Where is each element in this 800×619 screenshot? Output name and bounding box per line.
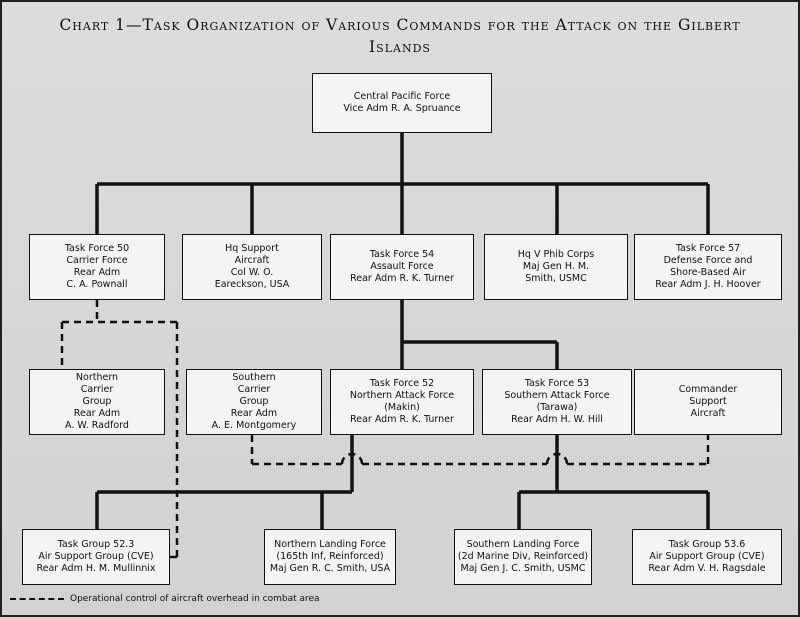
box-line: Northern: [75, 372, 119, 383]
box-line: Southern Landing Force: [466, 539, 580, 550]
box-line: Task Group 53.6: [668, 539, 746, 550]
box-line: Rear Adm: [73, 408, 121, 419]
box-line: Maj Gen R. C. Smith, USA: [269, 563, 391, 574]
box-line: C. A. Pownall: [66, 279, 128, 290]
box-line: Vice Adm R. A. Spruance: [343, 103, 461, 114]
task-force-57-box: Task Force 57 Defense Force and Shore-Ba…: [634, 234, 782, 300]
box-line: Maj Gen H. M.: [522, 261, 590, 272]
box-line: Smith, USMC: [525, 273, 587, 284]
box-line: Aircraft: [690, 408, 726, 419]
box-line: Rear Adm H. W. Hill: [511, 414, 603, 425]
box-line: Rear Adm V. H. Ragsdale: [648, 563, 766, 574]
legend: Operational control of aircraft overhead…: [10, 594, 320, 604]
box-line: Task Force 52: [369, 378, 435, 389]
task-force-52-box: Task Force 52 Northern Attack Force (Mak…: [330, 369, 474, 435]
box-line: Hq V Phib Corps: [517, 249, 595, 260]
northern-carrier-group-box: Northern Carrier Group Rear Adm A. W. Ra…: [29, 369, 165, 435]
box-line: Air Support Group (CVE): [649, 551, 765, 562]
task-force-53-box: Task Force 53 Southern Attack Force (Tar…: [482, 369, 632, 435]
box-line: Central Pacific Force: [353, 91, 451, 102]
box-line: Maj Gen J. C. Smith, USMC: [460, 563, 586, 574]
box-line: (2d Marine Div, Reinforced): [457, 551, 589, 562]
box-line: Assault Force: [370, 261, 434, 272]
task-group-52-3-box: Task Group 52.3 Air Support Group (CVE) …: [22, 529, 170, 585]
box-line: Southern: [232, 372, 276, 383]
northern-landing-force-box: Northern Landing Force (165th Inf, Reinf…: [264, 529, 396, 585]
chart-title: Chart 1—Task Organization of Various Com…: [2, 14, 798, 58]
box-line: Rear Adm: [230, 408, 278, 419]
box-line: Defense Force and: [663, 255, 753, 266]
box-line: Rear Adm R. K. Turner: [350, 414, 454, 425]
box-line: Task Group 52.3: [57, 539, 135, 550]
task-group-53-6-box: Task Group 53.6 Air Support Group (CVE) …: [632, 529, 782, 585]
box-line: Rear Adm R. K. Turner: [350, 273, 454, 284]
box-line: Task Force 50: [64, 243, 130, 254]
commander-support-aircraft-box: Commander Support Aircraft: [634, 369, 782, 435]
box-line: Shore-Based Air: [670, 267, 746, 278]
box-line: A. W. Radford: [65, 420, 129, 431]
task-force-50-box: Task Force 50 Carrier Force Rear Adm C. …: [29, 234, 165, 300]
box-line: Task Force 54: [369, 249, 435, 260]
box-line: Commander: [678, 384, 738, 395]
box-line: Group: [82, 396, 112, 407]
legend-text: Operational control of aircraft overhead…: [70, 594, 320, 604]
southern-carrier-group-box: Southern Carrier Group Rear Adm A. E. Mo…: [186, 369, 322, 435]
box-line: Northern Landing Force: [274, 539, 386, 550]
central-pacific-force-box: Central Pacific Force Vice Adm R. A. Spr…: [312, 73, 492, 133]
box-line: Aircraft: [234, 255, 270, 266]
hq-v-phib-corps-box: Hq V Phib Corps Maj Gen H. M. Smith, USM…: [484, 234, 628, 300]
box-line: (165th Inf, Reinforced): [276, 551, 384, 562]
box-line: Carrier Force: [66, 255, 128, 266]
southern-landing-force-box: Southern Landing Force (2d Marine Div, R…: [454, 529, 592, 585]
box-line: Support: [689, 396, 727, 407]
box-line: (Tarawa): [536, 402, 578, 413]
box-line: Rear Adm: [73, 267, 121, 278]
box-line: Southern Attack Force: [504, 390, 610, 401]
box-line: Air Support Group (CVE): [38, 551, 154, 562]
dashed-line-legend-icon: [10, 598, 64, 600]
hq-support-aircraft-box: Hq Support Aircraft Col W. O. Eareckson,…: [182, 234, 322, 300]
box-line: Rear Adm H. M. Mullinnix: [36, 563, 156, 574]
box-line: Col W. O.: [230, 267, 274, 278]
box-line: Task Force 57: [675, 243, 741, 254]
box-line: Hq Support: [225, 243, 279, 254]
box-line: Group: [239, 396, 269, 407]
box-line: Northern Attack Force: [349, 390, 455, 401]
task-force-54-box: Task Force 54 Assault Force Rear Adm R. …: [330, 234, 474, 300]
box-line: (Makin): [384, 402, 420, 413]
box-line: Task Force 53: [524, 378, 590, 389]
box-line: A. E. Montgomery: [211, 420, 297, 431]
box-line: Rear Adm J. H. Hoover: [655, 279, 761, 290]
box-line: Carrier: [237, 384, 271, 395]
chart-title-line2: Islands: [369, 38, 431, 56]
box-line: Carrier: [80, 384, 114, 395]
chart-title-line1: Chart 1—Task Organization of Various Com…: [59, 16, 741, 34]
box-line: Eareckson, USA: [214, 279, 290, 290]
